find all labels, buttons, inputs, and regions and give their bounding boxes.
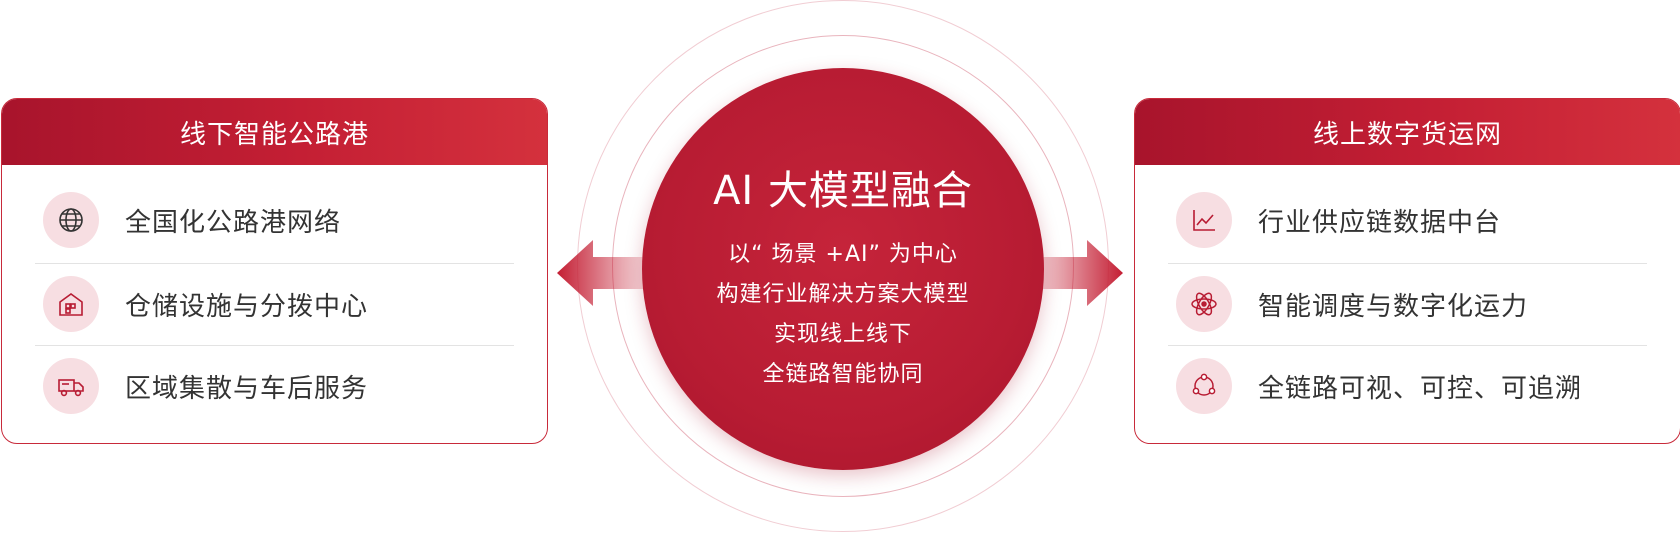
right-card-online-digital-freight: 线上数字货运网 行业供应链数据中台 智能调度与数字化运力	[1134, 98, 1680, 444]
right-arrow-icon	[1033, 240, 1123, 306]
divider	[1168, 345, 1647, 346]
item-label: 行业供应链数据中台	[1258, 207, 1502, 238]
list-item: 区域集散与车后服务	[35, 345, 514, 427]
core-line: 实现线上线下	[773, 322, 912, 347]
divider	[35, 345, 514, 346]
list-item: 行业供应链数据中台	[1168, 179, 1647, 261]
atom-icon	[1176, 276, 1232, 332]
item-label: 仓储设施与分拨中心	[125, 291, 369, 322]
core-line: 以“ 场景 +AI” 为中心	[728, 242, 958, 267]
list-item: 仓储设施与分拨中心	[35, 263, 514, 345]
item-label: 全国化公路港网络	[125, 207, 342, 238]
divider	[1168, 263, 1647, 264]
list-item: 全链路可视、可控、可追溯	[1168, 345, 1647, 427]
item-label: 区域集散与车后服务	[125, 373, 369, 404]
divider	[35, 263, 514, 264]
core-line: 构建行业解决方案大模型	[716, 282, 970, 307]
list-item: 智能调度与数字化运力	[1168, 263, 1647, 345]
list-item: 全国化公路港网络	[35, 179, 514, 261]
left-arrow-icon	[557, 240, 647, 306]
line-chart-icon	[1176, 192, 1232, 248]
right-card-title: 线上数字货运网	[1135, 99, 1680, 165]
core-title: AI 大模型融合	[713, 168, 973, 214]
left-card-title: 线下智能公路港	[2, 99, 547, 165]
network-nodes-icon	[1176, 358, 1232, 414]
item-label: 全链路可视、可控、可追溯	[1258, 373, 1583, 404]
left-card-offline-highway-port: 线下智能公路港 全国化公路港网络 仓储设施与分拨中心	[1, 98, 548, 444]
truck-icon	[43, 358, 99, 414]
core-line: 全链路智能协同	[762, 362, 924, 387]
item-label: 智能调度与数字化运力	[1258, 291, 1529, 322]
ai-model-fusion-core: AI 大模型融合 以“ 场景 +AI” 为中心 构建行业解决方案大模型 实现线上…	[642, 68, 1044, 470]
globe-icon	[43, 192, 99, 248]
warehouse-icon	[43, 276, 99, 332]
